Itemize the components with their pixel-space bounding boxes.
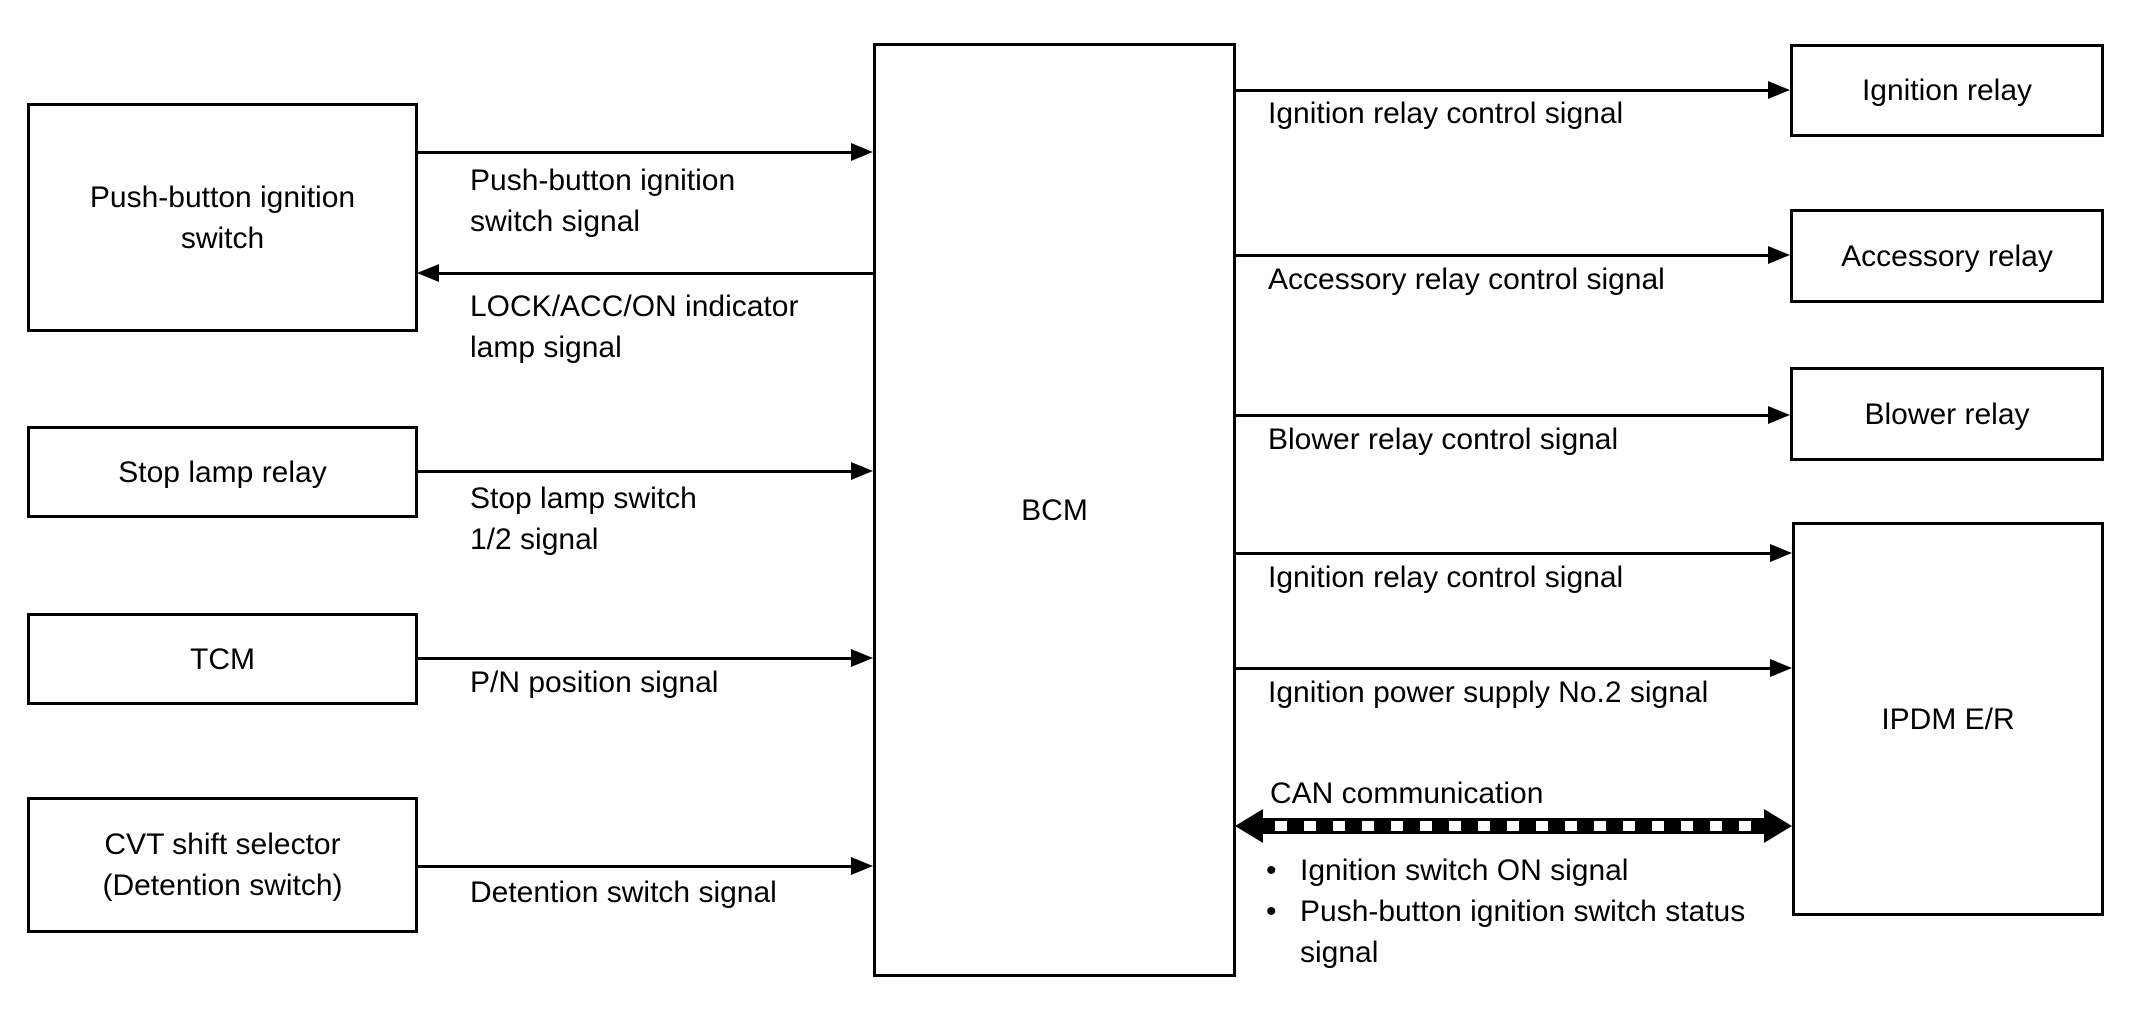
arrowhead-right-icon bbox=[1770, 544, 1792, 562]
connector-ignition-relay-line bbox=[1235, 89, 1770, 92]
connector-detention-line bbox=[417, 865, 853, 868]
can-arrowhead-left-icon bbox=[1235, 809, 1263, 843]
block-bcm: BCM bbox=[873, 43, 1236, 977]
can-item-label: Push-button ignition switch status signa… bbox=[1300, 895, 1746, 969]
can-bus-line bbox=[1258, 818, 1768, 834]
label-detention-signal: Detention switch signal bbox=[470, 876, 777, 909]
bullet-icon: • bbox=[1266, 854, 1277, 887]
block-blower-relay: Blower relay bbox=[1790, 367, 2104, 461]
connector-lock-indicator-line bbox=[437, 272, 873, 275]
block-accessory-relay: Accessory relay bbox=[1790, 209, 2104, 303]
block-tcm: TCM bbox=[27, 613, 418, 705]
connector-ignition-power-line bbox=[1235, 667, 1772, 670]
label-blower-relay-control: Blower relay control signal bbox=[1268, 423, 1619, 456]
block-stop-lamp-relay: Stop lamp relay bbox=[27, 426, 418, 518]
label-ignition-power-supply: Ignition power supply No.2 signal bbox=[1268, 676, 1709, 709]
block-ipdm-er: IPDM E/R bbox=[1792, 522, 2104, 916]
connector-blower-relay-line bbox=[1235, 414, 1770, 417]
label-stop-lamp-switch-signal: Stop lamp switch 1/2 signal bbox=[470, 482, 697, 556]
arrowhead-left-icon bbox=[417, 264, 439, 282]
connector-stop-lamp-line bbox=[417, 470, 853, 473]
arrowhead-right-icon bbox=[1770, 659, 1792, 677]
label-can-communication: CAN communication bbox=[1270, 777, 1544, 810]
block-cvt-shift-selector: CVT shift selector (Detention switch) bbox=[27, 797, 418, 933]
arrowhead-right-icon bbox=[851, 143, 873, 161]
label-ignition-relay-control-ipdm: Ignition relay control signal bbox=[1268, 561, 1624, 594]
list-item: • Ignition switch ON signal bbox=[1266, 850, 1750, 891]
arrowhead-right-icon bbox=[851, 649, 873, 667]
label-lock-indicator-signal: LOCK/ACC/ON indicator lamp signal bbox=[470, 290, 799, 364]
arrowhead-right-icon bbox=[1768, 246, 1790, 264]
can-signal-list: • Ignition switch ON signal • Push-butto… bbox=[1266, 850, 1750, 973]
label-push-button-signal: Push-button ignition switch signal bbox=[470, 164, 736, 238]
connector-pn-position-line bbox=[417, 657, 853, 660]
list-item: • Push-button ignition switch status sig… bbox=[1266, 891, 1750, 973]
connector-push-button-signal-line bbox=[417, 151, 853, 154]
can-item-label: Ignition switch ON signal bbox=[1300, 854, 1629, 887]
arrowhead-right-icon bbox=[1768, 81, 1790, 99]
bullet-icon: • bbox=[1266, 895, 1277, 928]
label-pn-position-signal: P/N position signal bbox=[470, 666, 719, 699]
connector-ignition-relay-ipdm-line bbox=[1235, 552, 1772, 555]
arrowhead-right-icon bbox=[851, 462, 873, 480]
label-ignition-relay-control: Ignition relay control signal bbox=[1268, 97, 1624, 130]
block-ignition-relay: Ignition relay bbox=[1790, 44, 2104, 137]
can-arrowhead-right-icon bbox=[1764, 809, 1792, 843]
block-push-button-ignition-switch: Push-button ignition switch bbox=[27, 103, 418, 332]
arrowhead-right-icon bbox=[851, 857, 873, 875]
arrowhead-right-icon bbox=[1768, 406, 1790, 424]
connector-accessory-relay-line bbox=[1235, 254, 1770, 257]
label-accessory-relay-control: Accessory relay control signal bbox=[1268, 263, 1665, 296]
